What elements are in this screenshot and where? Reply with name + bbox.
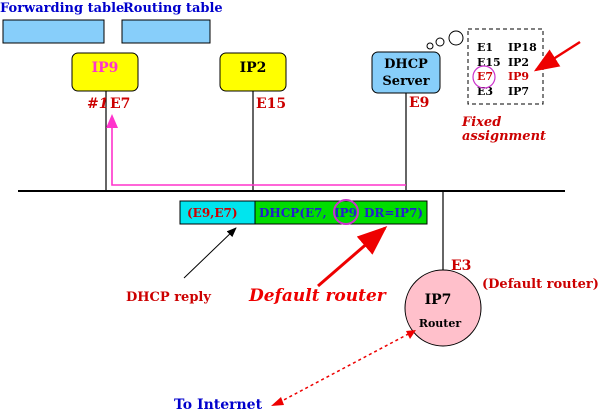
bubble-dot-small	[426, 42, 434, 50]
assign-row4-mac: E3	[477, 85, 493, 98]
assign-row1-mac: E1	[477, 41, 493, 54]
packet-payload-suffix: DR=IP7)	[364, 206, 423, 220]
host1-ip-label: IP9	[92, 60, 119, 76]
forwarding-table-box	[2, 19, 105, 44]
reply-path-line	[111, 128, 406, 186]
host1-node[interactable]: IP9	[71, 52, 139, 92]
router-node[interactable]: IP7 Router	[404, 269, 482, 347]
default-router-label: Default router	[248, 286, 387, 306]
router-note: (Default router)	[482, 277, 599, 292]
bubble-dot-medium	[435, 37, 445, 47]
host2-ip-label: IP2	[240, 60, 267, 76]
fixed-assignment-arrow	[533, 40, 581, 72]
assign-row1-ip: IP18	[508, 41, 537, 54]
internet-link	[277, 330, 415, 404]
default-router-arrow	[317, 226, 388, 288]
forwarding-table-label: Forwarding table	[0, 1, 124, 16]
dhcp-reply-arrow	[183, 227, 237, 279]
fixed-assignment-line1: Fixed	[461, 115, 501, 130]
bubble-dot-large	[448, 30, 464, 46]
host1-tag: #1	[87, 96, 108, 112]
fixed-assignment-line2: assignment	[462, 129, 546, 144]
internet-arrowhead-router	[406, 330, 416, 339]
host2-mac: E15	[256, 96, 286, 112]
dhcp-server-line2: Server	[382, 74, 429, 89]
packet-header-text: (E9,E7)	[187, 206, 238, 220]
e7-highlight-circle	[472, 65, 496, 89]
assign-row4-ip: IP7	[508, 85, 529, 98]
router-mac: E3	[451, 258, 471, 274]
dhcp-server-line1: DHCP	[384, 57, 428, 72]
packet-payload-ip: IP9	[334, 206, 357, 220]
assign-row2-ip: IP2	[508, 56, 529, 69]
routing-table-box	[121, 19, 211, 44]
host2-node[interactable]: IP2	[219, 52, 287, 92]
routing-table-label: Routing table	[123, 1, 223, 16]
router-sublabel: Router	[419, 317, 462, 330]
assign-row3-ip: IP9	[508, 70, 529, 83]
assign-row3-mac: E7	[477, 70, 493, 83]
packet-payload-prefix: DHCP(E7,	[259, 206, 327, 220]
ip9-highlight-circle	[333, 199, 359, 225]
to-internet-label: To Internet	[174, 397, 263, 409]
dhcp-server-node[interactable]: DHCP Server	[371, 51, 441, 94]
dhcp-mac: E9	[409, 95, 429, 111]
host1-mac: E7	[110, 96, 130, 112]
router-ip-label: IP7	[425, 292, 452, 308]
reply-path-arrowhead	[106, 114, 118, 128]
internet-arrowhead-left	[271, 397, 284, 406]
dhcp-reply-label: DHCP reply	[126, 290, 211, 305]
